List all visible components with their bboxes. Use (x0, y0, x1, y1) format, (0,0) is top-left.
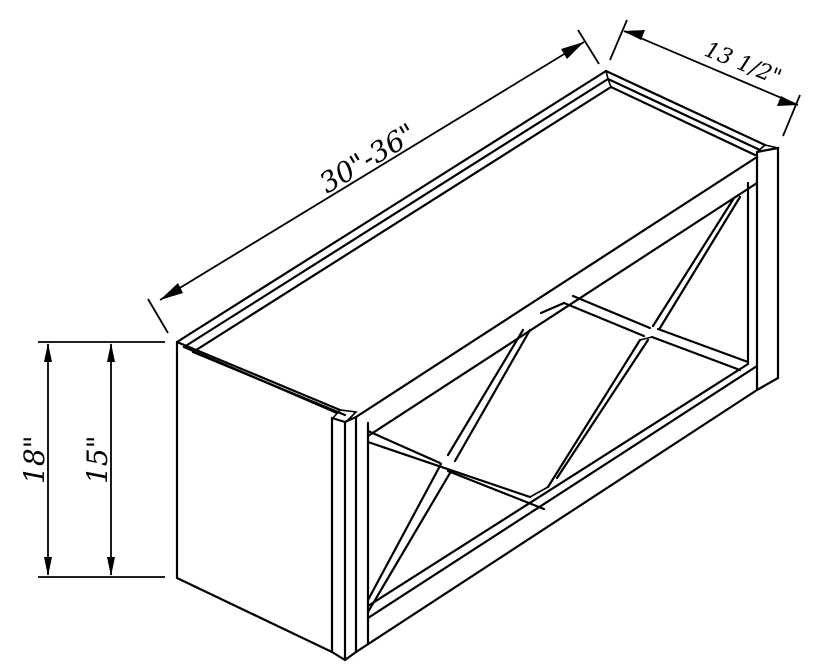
face-frame-left-stile (330, 415, 370, 662)
depth-extension-right (782, 94, 801, 137)
depth-dimension-line (623, 30, 799, 106)
arrow-icon (44, 343, 52, 362)
cabinet (175, 69, 780, 662)
shelf (366, 294, 750, 511)
arrow-icon (624, 30, 645, 40)
arrow-icon (107, 343, 115, 362)
arrow-icon (777, 96, 798, 106)
opening-height-label: 15" (81, 435, 114, 484)
width-dimension-label: 30"-36" (314, 117, 422, 200)
face-frame-right-stile (746, 146, 780, 392)
x-cross-lattice (366, 195, 742, 614)
width-dimension: 30"-36" (147, 29, 600, 334)
arrow-icon (160, 283, 183, 300)
width-extension-left (147, 298, 169, 334)
depth-dimension-label: 13 1/2" (701, 37, 785, 90)
arrow-icon (44, 557, 52, 576)
overall-height-label: 18" (18, 435, 51, 484)
depth-extension-left (609, 19, 628, 61)
left-side-panel (175, 340, 334, 654)
arrow-icon (107, 557, 115, 576)
width-dimension-line (159, 41, 585, 301)
height-dimensions: 18" 15" (18, 341, 165, 578)
depth-dimension: 13 1/2" (609, 19, 801, 137)
face-frame-top-rail (354, 155, 759, 438)
top-panel (175, 69, 780, 421)
width-extension-right (577, 29, 600, 65)
arrow-icon (561, 42, 584, 59)
face-frame-bottom-rail (354, 362, 759, 654)
